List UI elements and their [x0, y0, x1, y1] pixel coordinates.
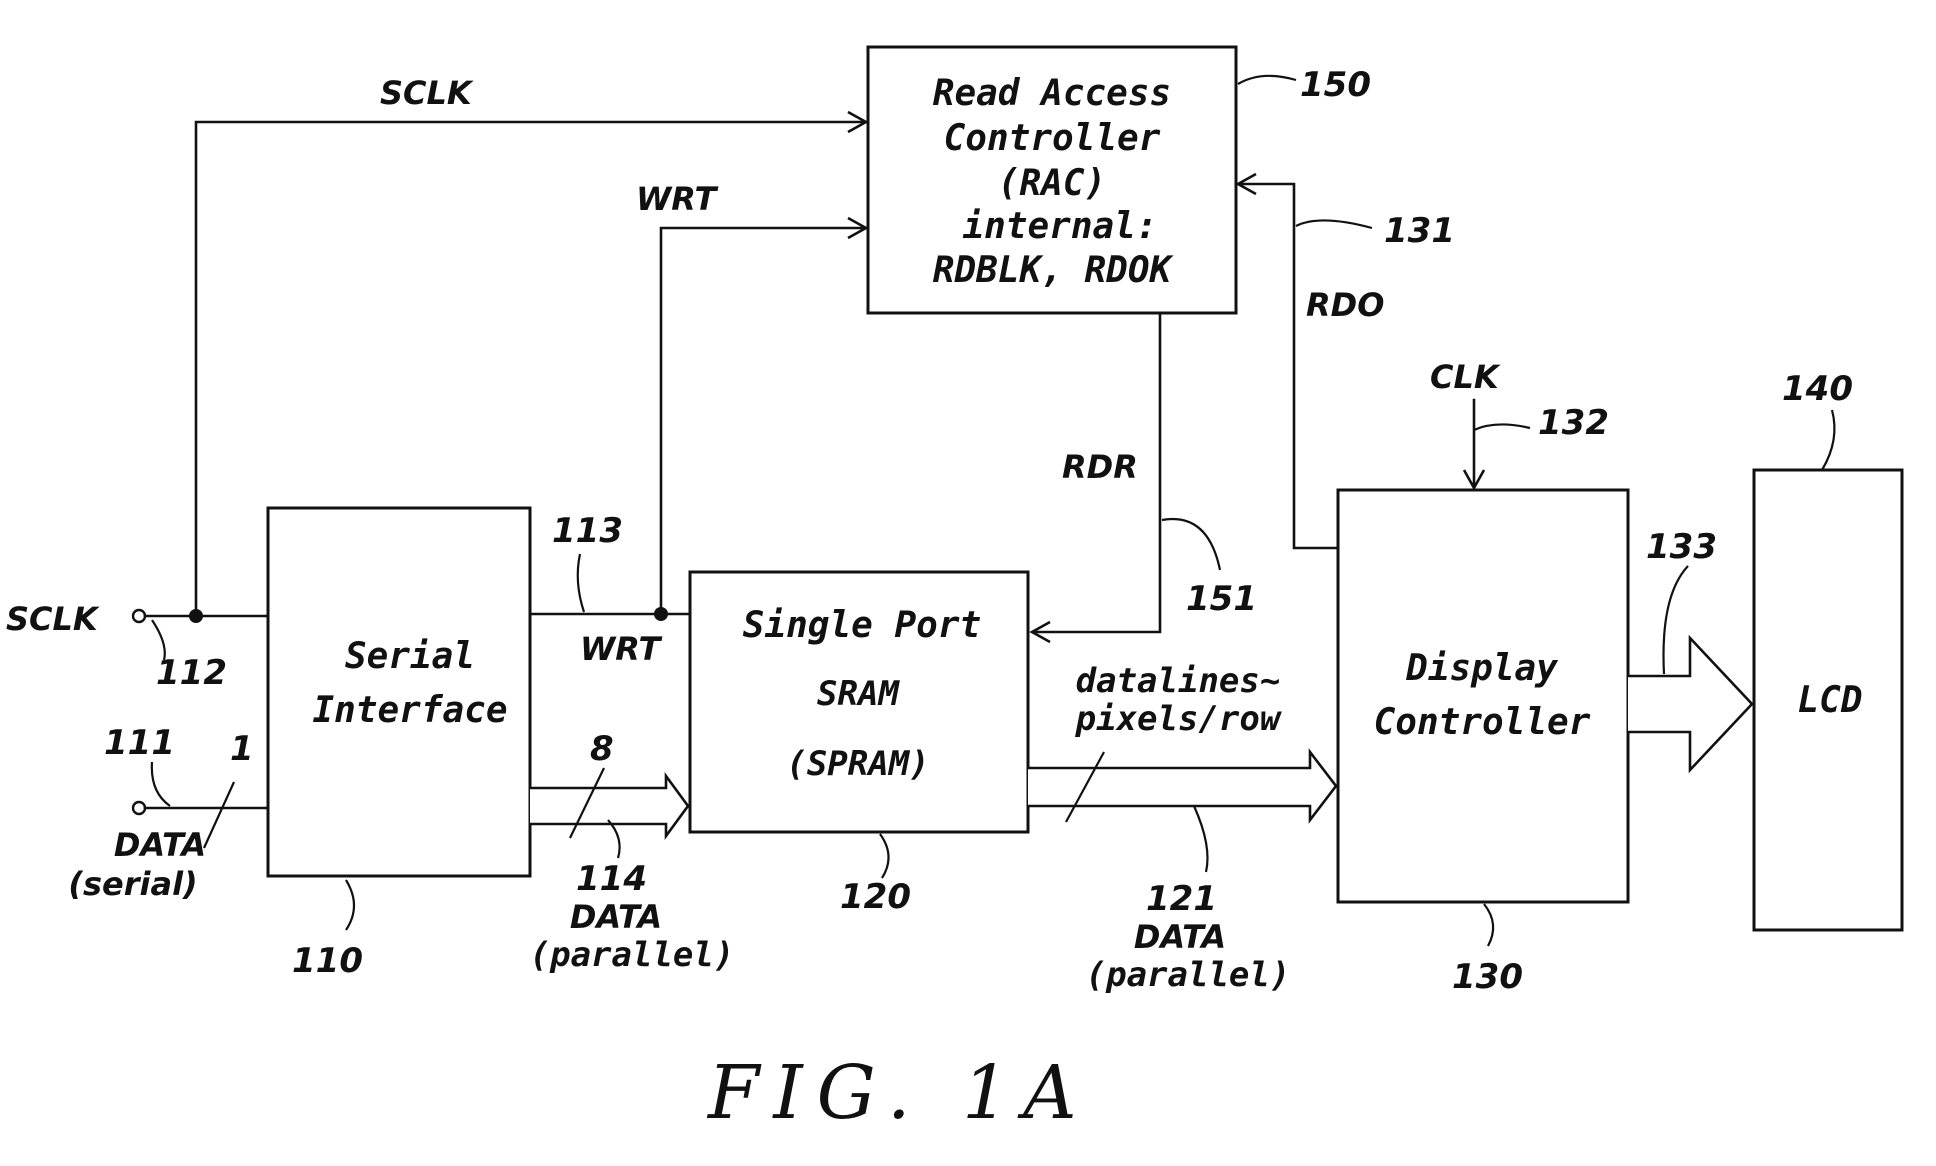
spram-label-line1: Single Port	[743, 605, 981, 646]
rdr-label: RDR	[1062, 448, 1138, 486]
data-serial-label-line1: DATA	[114, 826, 206, 864]
clk-label: CLK	[1430, 358, 1501, 396]
ref-150-label: 150	[1300, 65, 1371, 105]
ref-133-label: 133	[1646, 527, 1717, 567]
ref-111-label: 111	[104, 723, 175, 763]
data-parallel-114-line2: (parallel)	[530, 935, 735, 975]
ref-113-label: 113	[552, 511, 623, 551]
bus-width-slash-1	[204, 782, 234, 848]
ref-131-label: 131	[1384, 211, 1455, 251]
data-serial-label-line2: (serial)	[68, 865, 197, 903]
lcd-block: LCD	[1754, 470, 1902, 930]
spram-label-line3: (SPRAM)	[786, 744, 929, 784]
ref-150: 150	[1238, 65, 1371, 105]
data-input-terminal	[133, 802, 145, 814]
ref-112-label: 112	[156, 653, 227, 693]
ref-120: 120	[840, 834, 911, 917]
ref-133: 133	[1646, 527, 1717, 674]
serial-interface-label-line1: Serial	[345, 636, 475, 677]
serial-interface-block: Serial Interface	[268, 508, 530, 876]
rac-label-line1: Read Access	[933, 73, 1171, 114]
ref-111: 111	[104, 723, 175, 806]
bus-133	[1628, 638, 1752, 770]
figure-caption: FIG. 1A	[706, 1050, 1091, 1136]
display-controller-label-line2: Controller	[1374, 702, 1591, 743]
bus-114	[530, 768, 688, 838]
rac-label-line4: internal:	[962, 206, 1157, 247]
ref-114: 114 DATA (parallel)	[530, 820, 735, 975]
sclk-top-label: SCLK	[380, 74, 474, 112]
bus-width-8-label: 8	[590, 729, 614, 769]
rac-label-line3: (RAC)	[998, 163, 1106, 204]
data-parallel-114-line1: DATA	[570, 898, 662, 936]
spram-block: Single Port SRAM (SPRAM)	[690, 572, 1028, 832]
ref-132-label: 132	[1538, 403, 1609, 443]
ref-131: 131	[1296, 211, 1455, 251]
wrt-lower-label: WRT	[580, 630, 663, 668]
ref-151-label: 151	[1186, 579, 1257, 619]
ref-140-label: 140	[1782, 369, 1853, 409]
wrt-top-label: WRT	[636, 180, 719, 218]
ref-121-label: 121	[1146, 879, 1217, 919]
data-parallel-121-line1: DATA	[1134, 918, 1226, 956]
ref-132: 132	[1474, 403, 1609, 443]
ref-151: 151	[1162, 519, 1257, 619]
display-controller-label-line1: Display	[1405, 648, 1559, 689]
bus-width-1-label: 1	[230, 729, 254, 769]
rac-label-line5: RDBLK, RDOK	[933, 250, 1175, 291]
ref-130: 130	[1452, 904, 1523, 997]
display-controller-block: Display Controller	[1338, 490, 1628, 902]
ref-130-label: 130	[1452, 957, 1523, 997]
datalines-label-line1: datalines~	[1076, 661, 1281, 701]
ref-121: 121 DATA (parallel)	[1086, 806, 1291, 995]
ref-140: 140	[1782, 369, 1853, 470]
bus-121: datalines~ pixels/row	[1028, 661, 1336, 822]
ref-120-label: 120	[840, 877, 911, 917]
ref-114-label: 114	[576, 859, 647, 899]
clk-line: CLK	[1430, 358, 1501, 488]
serial-interface-label-line2: Interface	[312, 690, 507, 731]
rdr-line: RDR	[1032, 313, 1160, 642]
rdo-label: RDO	[1306, 286, 1384, 324]
rac-label-line2: Controller	[944, 118, 1161, 159]
lcd-label: LCD	[1797, 680, 1862, 721]
ref-110: 110	[292, 880, 363, 981]
ref-113: 113	[552, 511, 623, 612]
sclk-input-label: SCLK	[6, 600, 100, 638]
ref-112: 112	[152, 620, 227, 693]
data-parallel-121-line2: (parallel)	[1086, 955, 1291, 995]
spram-label-line2: SRAM	[817, 674, 900, 714]
sclk-input-terminal	[133, 610, 145, 622]
rac-block: Read Access Controller (RAC) internal: R…	[868, 47, 1236, 313]
datalines-label-line2: pixels/row	[1075, 699, 1282, 739]
data-serial-line: DATA (serial)	[68, 782, 268, 903]
ref-110-label: 110	[292, 941, 363, 981]
